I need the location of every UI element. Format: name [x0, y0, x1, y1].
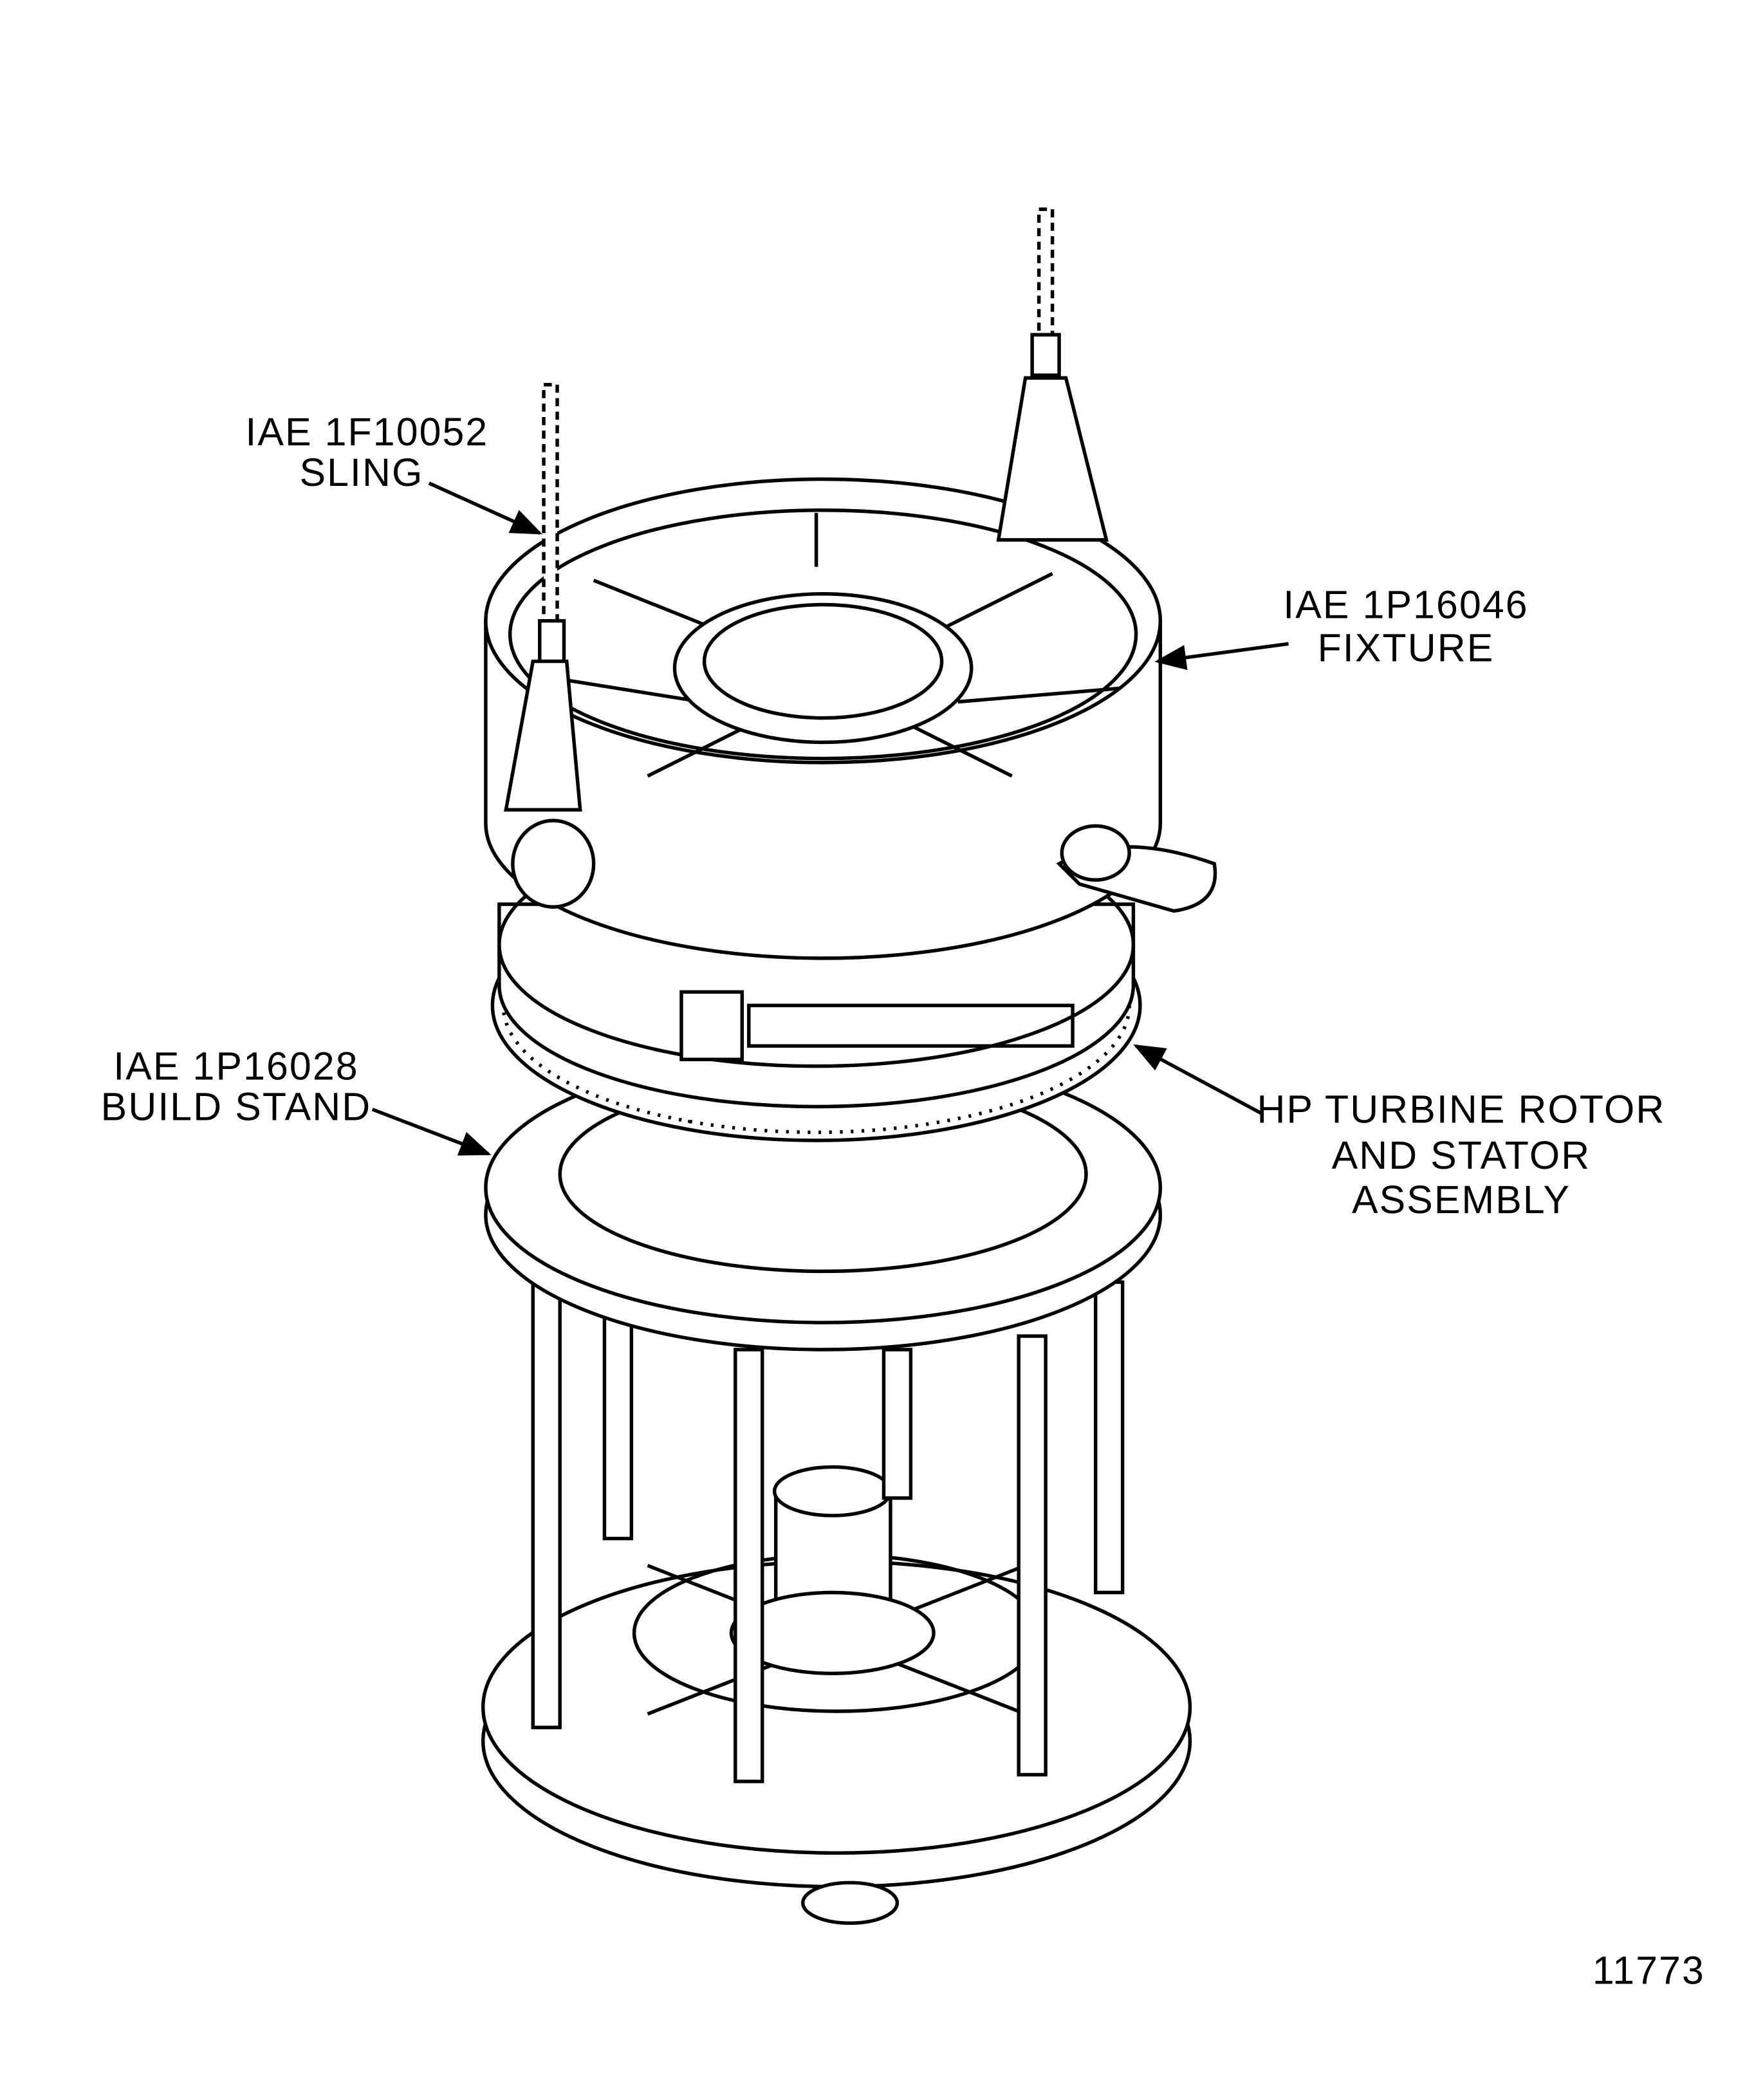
build-stand-base — [481, 1553, 1192, 1925]
leader-lines — [371, 481, 1289, 1156]
lift-lug — [511, 819, 596, 909]
sling-leader — [428, 481, 543, 535]
turbine-leader — [1133, 1044, 1262, 1115]
build-stand-name: BUILD STAND — [101, 1085, 372, 1129]
callout-fixture: IAE 1P16046 FIXTURE — [1283, 582, 1528, 670]
sling-part-number: IAE 1F10052 — [245, 410, 488, 454]
sling-name: SLING — [300, 451, 424, 494]
caster-wheel — [800, 1881, 900, 1925]
callout-turbine: HP TURBINE ROTOR AND STATOR ASSEMBLY — [1257, 1088, 1666, 1222]
callout-sling: IAE 1F10052 SLING — [245, 410, 488, 494]
build-stand-legs — [531, 1280, 1125, 1783]
build-stand-leader — [371, 1108, 492, 1156]
fixture-part-number: IAE 1P16046 — [1283, 582, 1528, 626]
fixture-name: FIXTURE — [1318, 626, 1495, 670]
build-stand-part-number: IAE 1P16028 — [113, 1045, 358, 1088]
fixture-leader — [1154, 642, 1289, 671]
turbine-line-1: HP TURBINE ROTOR — [1257, 1088, 1666, 1131]
turbine-line-2: AND STATOR — [1332, 1133, 1591, 1177]
sling — [504, 207, 1109, 812]
callout-build-stand: IAE 1P16028 BUILD STAND — [101, 1045, 372, 1129]
turbine-line-3: ASSEMBLY — [1352, 1178, 1571, 1222]
fixture — [484, 477, 1217, 960]
mounting-plate — [679, 990, 744, 1061]
figure-number: 11773 — [1592, 1949, 1705, 1993]
center-post — [729, 1465, 936, 1676]
